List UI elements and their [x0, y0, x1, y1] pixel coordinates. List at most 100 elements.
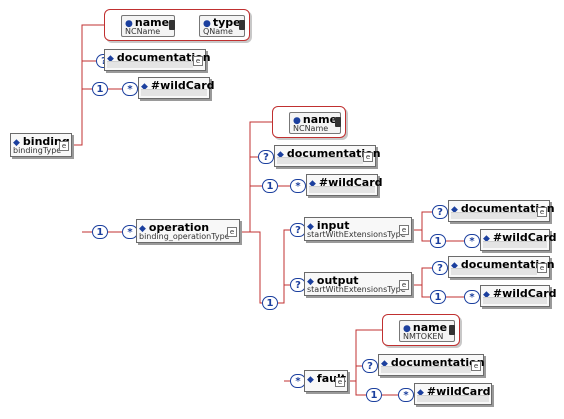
output-documentation-element[interactable]: ◆documentation e	[448, 256, 555, 278]
element-diamond-icon: ◆	[309, 179, 316, 189]
attribute-marker-icon	[449, 325, 455, 335]
element-diamond-icon: ◆	[417, 388, 424, 398]
cardinality-one-badge: 1	[430, 290, 446, 304]
attribute-name: name	[302, 113, 338, 126]
fault-documentation-element[interactable]: ◆documentation e	[378, 354, 485, 376]
element-type-bar	[309, 186, 375, 193]
element-type-bar	[451, 268, 537, 275]
attribute-marker-icon	[239, 20, 245, 30]
expand-icon[interactable]: e	[335, 377, 345, 387]
expand-icon[interactable]: e	[471, 361, 481, 371]
expand-icon[interactable]: e	[537, 263, 547, 273]
binding-type-attribute[interactable]: ●type QName	[199, 15, 245, 37]
output-wildcard-element[interactable]: ◆#wildCard	[480, 285, 557, 307]
cardinality-optional-badge: ?	[258, 150, 274, 164]
element-title: documentation	[460, 202, 555, 215]
operation-wildcard-element[interactable]: ◆#wildCard	[306, 174, 383, 196]
element-type-bar	[483, 241, 547, 248]
element-title: documentation	[460, 258, 555, 271]
element-title: documentation	[116, 51, 211, 64]
fault-name-attribute[interactable]: ●name NMTOKEN	[399, 320, 455, 342]
element-type-bar	[141, 89, 207, 96]
element-title: #wildCard	[492, 231, 557, 244]
element-title: documentation	[286, 147, 381, 160]
element-diamond-icon: ◆	[483, 234, 490, 244]
cardinality-many-badge: *	[290, 179, 306, 193]
input-wildcard-element[interactable]: ◆#wildCard	[480, 229, 557, 251]
element-diamond-icon: ◆	[107, 54, 114, 64]
expand-icon[interactable]: e	[363, 152, 373, 162]
element-diamond-icon: ◆	[141, 82, 148, 92]
element-title: documentation	[390, 356, 485, 369]
element-diamond-icon: ◆	[139, 224, 146, 234]
cardinality-many-badge: *	[464, 234, 480, 248]
binding-element[interactable]: ◆binding bindingType e	[10, 133, 72, 157]
output-element[interactable]: ◆output startWithExtensionsType e	[304, 272, 412, 296]
element-diamond-icon: ◆	[307, 222, 314, 232]
element-diamond-icon: ◆	[13, 138, 20, 148]
cardinality-optional-badge: ?	[432, 261, 448, 275]
element-title: #wildCard	[318, 176, 383, 189]
attribute-name: name	[134, 16, 170, 29]
element-diamond-icon: ◆	[381, 359, 388, 369]
input-element[interactable]: ◆input startWithExtensionsType e	[304, 217, 412, 241]
attribute-dot-icon: ●	[403, 324, 411, 334]
fault-wildcard-element[interactable]: ◆#wildCard	[414, 383, 492, 405]
element-type-bar	[451, 212, 537, 219]
cardinality-many-badge: *	[122, 82, 138, 96]
cardinality-one-badge: 1	[430, 234, 446, 248]
cardinality-one-badge: 1	[262, 296, 278, 310]
element-title: #wildCard	[492, 287, 557, 300]
element-title: #wildCard	[150, 79, 215, 92]
expand-icon[interactable]: e	[399, 225, 409, 235]
element-type-bar	[381, 366, 471, 373]
attribute-dot-icon: ●	[125, 19, 133, 29]
attribute-dot-icon: ●	[293, 116, 301, 126]
operation-attributes-group: ●name NCName	[272, 106, 346, 138]
element-title: output	[316, 274, 359, 287]
operation-documentation-element[interactable]: ◆documentation e	[274, 145, 381, 167]
expand-icon[interactable]: e	[399, 280, 409, 290]
element-diamond-icon: ◆	[277, 150, 284, 160]
element-type: startWithExtensionsType	[307, 285, 406, 294]
element-type-bar	[483, 297, 547, 304]
attribute-type: NCName	[293, 124, 329, 133]
cardinality-one-badge: 1	[92, 225, 108, 239]
expand-icon[interactable]: e	[537, 207, 547, 217]
element-type-bar	[277, 157, 363, 164]
attribute-name: type	[212, 16, 241, 29]
cardinality-one-badge: 1	[262, 179, 278, 193]
attribute-marker-icon	[169, 20, 175, 30]
attribute-name: name	[412, 321, 448, 334]
operation-name-attribute[interactable]: ●name NCName	[289, 112, 341, 134]
element-title: operation	[148, 221, 210, 234]
cardinality-many-badge: *	[398, 388, 414, 402]
element-diamond-icon: ◆	[451, 205, 458, 215]
element-diamond-icon: ◆	[307, 375, 314, 385]
element-diamond-icon: ◆	[483, 290, 490, 300]
cardinality-one-badge: 1	[366, 388, 382, 402]
fault-element[interactable]: ◆fault e	[304, 370, 348, 392]
element-type-bar	[107, 61, 193, 68]
operation-element[interactable]: ◆operation binding_operationType e	[136, 219, 240, 243]
binding-wildcard-element[interactable]: ◆#wildCard	[138, 77, 215, 99]
element-title: input	[316, 219, 350, 232]
fault-attributes-group: ●name NMTOKEN	[382, 314, 460, 346]
binding-documentation-element[interactable]: ◆documentation e	[104, 49, 211, 71]
expand-icon[interactable]: e	[227, 227, 237, 237]
expand-icon[interactable]: e	[193, 56, 203, 66]
input-documentation-element[interactable]: ◆documentation e	[448, 200, 555, 222]
cardinality-one-badge: 1	[92, 82, 108, 96]
cardinality-optional-badge: ?	[432, 205, 448, 219]
expand-icon[interactable]: e	[59, 141, 69, 151]
element-type: binding_operationType	[139, 232, 230, 241]
element-type-bar	[417, 395, 489, 402]
attribute-dot-icon: ●	[203, 19, 211, 29]
binding-attributes-group: ●name NCName ●type QName	[104, 9, 250, 41]
cardinality-many-badge: *	[464, 290, 480, 304]
element-type: startWithExtensionsType	[307, 230, 406, 239]
element-title: #wildCard	[426, 385, 491, 398]
attribute-type: NMTOKEN	[403, 332, 444, 341]
binding-name-attribute[interactable]: ●name NCName	[121, 15, 175, 37]
attribute-type: NCName	[125, 27, 161, 36]
